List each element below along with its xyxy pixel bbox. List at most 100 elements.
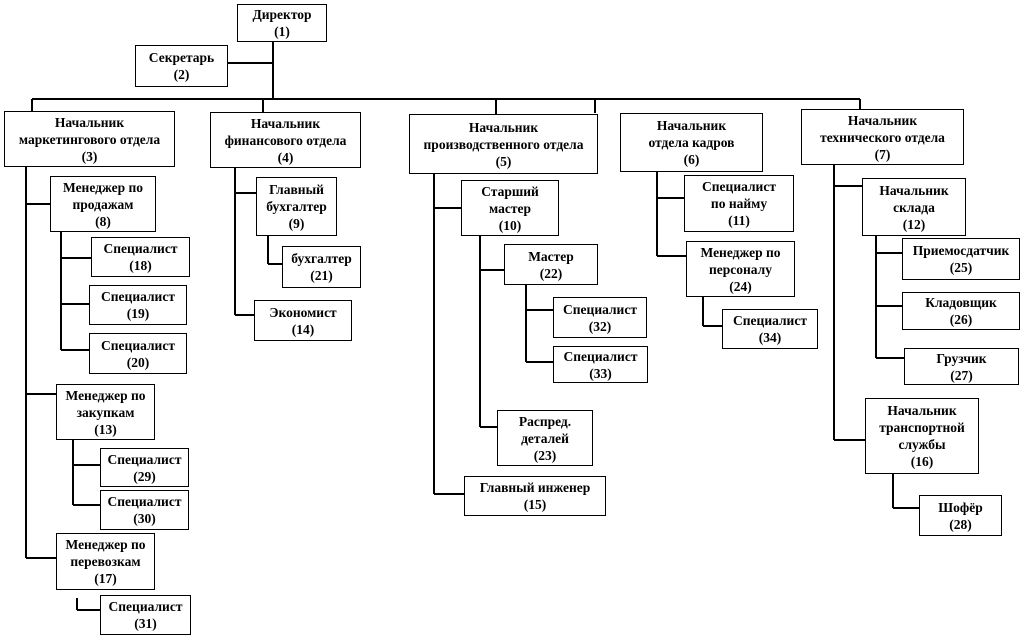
node-driver: Шофёр (28) [919,495,1002,536]
node-economist-line-2: (14) [291,321,315,337]
node-transport-head-line-1: Начальник [887,403,957,418]
node-head-production-line-2: производственного отдела [423,136,584,152]
node-specialist-31-line-1: Специалист [108,599,183,614]
node-transport-head-line-3: службы [898,437,946,452]
node-specialist-30: Специалист (30) [100,490,189,530]
node-specialist-32-line-1: Специалист [563,301,637,317]
node-specialist-33: Специалист (33) [553,346,648,383]
node-storekeeper-line-2: (26) [949,312,973,327]
node-senior-master: Старший мастер (10) [461,180,559,236]
node-specialist-18-line-2: (18) [129,258,152,273]
node-accountant-line-1: бухгалтер [291,251,352,266]
node-head-hr-line-1: Начальник [656,118,727,133]
node-head-finance-line-2: финансового отдела [224,132,347,148]
node-specialist-32-line-2: (32) [588,318,612,334]
node-specialist-30-line-1: Специалист [107,494,182,509]
node-director-line-2: (1) [274,24,290,39]
node-secretary-line-1: Секретарь [148,50,215,65]
node-sales-manager-line-2: продажам [72,196,134,212]
node-head-hr-line-2: отдела кадров [648,135,735,150]
node-chief-accountant-line-1: Главный [269,182,324,197]
node-transport-head-line-2: транспортной [879,420,965,435]
node-head-marketing-line-2: маркетингового отдела [18,131,161,147]
node-transport-manager: Менеджер по перевозкам (17) [56,533,155,590]
node-head-marketing-line-3: (3) [81,148,98,164]
node-transport-head: Начальник транспортной службы (16) [865,398,979,474]
node-receiver-line-1: Приемосдатчик [912,243,1010,258]
node-personnel-manager-line-1: Менеджер по [700,244,781,260]
node-chief-engineer-line-1: Главный инженер [479,480,591,495]
node-storekeeper: Кладовщик (26) [902,292,1020,330]
node-accountant: бухгалтер (21) [282,246,361,288]
node-driver-line-2: (28) [949,516,972,532]
node-personnel-manager: Менеджер по персоналу (24) [686,241,795,297]
node-sales-manager: Менеджер по продажам (8) [50,176,156,232]
node-parts-distributor-line-1: Распред. [518,413,572,429]
node-secretary: Секретарь (2) [135,45,228,87]
node-director-line-1: Директор [252,7,312,22]
node-warehouse-head-line-1: Начальник [879,182,949,198]
node-senior-master-line-1: Старший [481,183,539,199]
node-specialist-18: Специалист (18) [91,237,190,277]
node-receiver-line-2: (25) [949,260,973,275]
node-recruiter-line-1: Специалист [702,179,776,194]
node-purchasing-manager-line-1: Менеджер по [65,387,146,403]
node-head-finance-line-1: Начальник [250,115,321,131]
node-recruiter-line-2: по найму [710,196,768,211]
node-head-technical: Начальник технического отдела (7) [801,109,964,165]
node-senior-master-line-3: (10) [498,217,522,233]
node-specialist-18-line-1: Специалист [103,241,178,256]
node-specialist-20-line-1: Специалист [101,337,175,353]
node-economist: Экономист (14) [254,300,352,341]
node-specialist-34-line-1: Специалист [733,313,807,328]
node-receiver: Приемосдатчик (25) [902,238,1020,280]
node-specialist-31: Специалист (31) [100,595,191,635]
node-head-production-line-1: Начальник [468,119,539,135]
node-specialist-34: Специалист (34) [722,309,818,349]
node-economist-line-1: Экономист [269,304,337,320]
node-head-finance-line-3: (4) [277,149,294,165]
node-specialist-19-line-2: (19) [126,306,150,321]
node-transport-head-line-4: (16) [910,454,934,469]
node-specialist-31-line-2: (31) [134,616,157,631]
node-accountant-line-2: (21) [310,268,333,283]
node-head-technical-line-2: технического отдела [820,129,945,145]
node-master: Мастер (22) [504,244,598,285]
node-storekeeper-line-1: Кладовщик [925,295,997,310]
node-head-technical-line-1: Начальник [847,112,918,128]
node-head-marketing-line-1: Начальник [54,114,125,130]
node-head-marketing: Начальник маркетингового отдела (3) [4,111,175,167]
node-head-finance: Начальник финансового отдела (4) [210,112,361,168]
node-master-line-1: Мастер [528,248,574,264]
node-transport-manager-line-3: (17) [94,571,117,586]
node-specialist-20: Специалист (20) [89,333,187,374]
node-specialist-20-line-2: (20) [126,354,150,370]
node-recruiter: Специалист по найму (11) [684,175,794,232]
node-specialist-33-line-1: Специалист [563,348,638,364]
node-warehouse-head: Начальник склада (12) [862,178,966,236]
node-sales-manager-line-3: (8) [95,213,111,229]
node-loader: Грузчик (27) [904,348,1019,385]
node-chief-engineer: Главный инженер (15) [464,476,606,516]
node-personnel-manager-line-3: (24) [729,278,752,294]
node-head-technical-line-3: (7) [874,146,891,162]
node-specialist-29: Специалист (29) [100,448,189,487]
node-purchasing-manager-line-2: закупкам [76,404,135,420]
node-loader-line-1: Грузчик [936,350,987,366]
node-loader-line-2: (27) [950,367,973,383]
node-specialist-29-line-1: Специалист [107,451,182,467]
node-head-production-line-3: (5) [495,153,512,169]
node-head-hr: Начальник отдела кадров (6) [620,113,763,172]
node-master-line-2: (22) [539,265,563,281]
node-purchasing-manager-line-3: (13) [94,421,117,437]
node-parts-distributor: Распред. деталей (23) [497,410,593,466]
node-director: Директор (1) [237,4,327,42]
node-specialist-19-line-1: Специалист [101,289,175,304]
node-transport-manager-line-1: Менеджер по [65,537,146,552]
node-specialist-30-line-2: (30) [133,511,156,526]
node-personnel-manager-line-2: персоналу [709,261,772,277]
node-purchasing-manager: Менеджер по закупкам (13) [56,384,155,440]
node-driver-line-1: Шофёр [938,499,983,515]
